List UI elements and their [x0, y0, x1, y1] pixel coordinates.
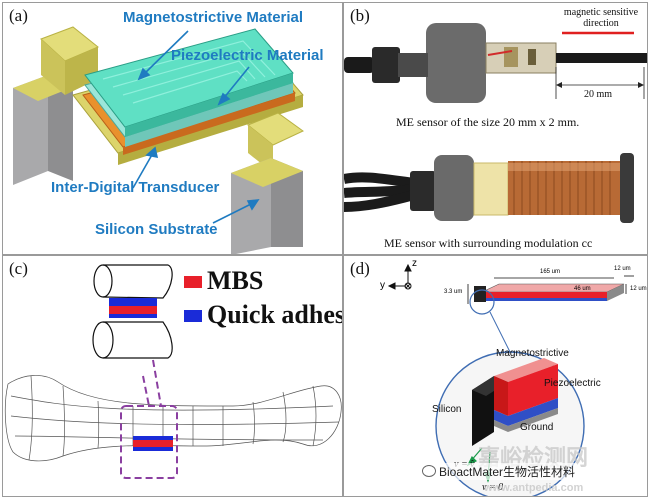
- legend-mbs-label: MBS: [207, 266, 264, 295]
- left-anchor-front: [41, 39, 65, 95]
- beam-top-face: [481, 283, 625, 293]
- idt-label: Inter-Digital Transducer: [51, 179, 220, 196]
- axis-glyph: [387, 263, 412, 290]
- modulation-cylinder-bottom: [434, 155, 474, 221]
- magnetostrictive-front: [494, 376, 508, 416]
- implant-adhesive-bottom: [133, 447, 173, 451]
- watermark-url: www.antpedia.com: [484, 482, 584, 494]
- sensor-photographs: [344, 3, 647, 235]
- coil-endcap: [620, 153, 634, 223]
- magnetostrictive-top-face: [494, 358, 558, 382]
- femur-wireframe: [4, 375, 342, 462]
- piezoelectric-zoom-label: Piezoelectric: [544, 378, 601, 389]
- piezoelectric-label: Piezoelectric Material: [171, 47, 324, 64]
- silicon-substrate-label: Silicon Substrate: [95, 221, 218, 238]
- dimension-label: 20 mm: [584, 89, 613, 100]
- watermark-source-text: BioactMater生物活性材料: [439, 465, 576, 479]
- bone-segment-bottom: [92, 321, 173, 359]
- panel-c: (c) MBS Quick adhesive: [2, 255, 343, 497]
- left-pillar-side: [48, 75, 73, 181]
- sensor-strip: [556, 53, 647, 63]
- piezo-block: [494, 398, 558, 426]
- panel-c-label: (c): [9, 259, 28, 278]
- magnetostrictive-side: [508, 364, 558, 416]
- cable-bundle: [344, 172, 416, 212]
- legend-adhesive-label: Quick adhesive: [207, 300, 342, 329]
- legend-adhesive-swatch: [184, 310, 202, 322]
- panel-d-label: (d): [350, 259, 370, 278]
- ground-block: [494, 408, 558, 432]
- beam-anchor: [474, 286, 486, 302]
- dim-165-label: 165 um: [540, 269, 561, 275]
- bone-implant-diagram: [4, 264, 342, 479]
- mbs-gap-adhesive-top: [109, 298, 157, 306]
- beam-piezo: [482, 298, 607, 301]
- v-zero-label: v = 0: [482, 482, 504, 493]
- tape-wrap: [473, 162, 509, 216]
- beam-dimensions: [467, 275, 634, 304]
- ground-zoom-label: Ground: [520, 422, 554, 433]
- bone-segment-top: [93, 264, 173, 299]
- piezo-edge: [125, 83, 293, 147]
- zoom-connector: [489, 311, 511, 353]
- zoom-source-circle: [469, 289, 495, 315]
- left-anchor-side: [65, 47, 98, 95]
- caption-bottom: ME sensor with surrounding modulation cc: [384, 236, 593, 250]
- left-pillar-front: [13, 75, 48, 185]
- right-pillar-top: [231, 158, 303, 187]
- direction-label: magnetic sensitive direction: [563, 7, 639, 29]
- panel-d: (d) z y 165 um 12 um 46 um 3.3 um 12 um …: [343, 255, 648, 497]
- cable-top: [344, 57, 374, 73]
- panel-a: (a) Magnetostrictive Material Piezoelect…: [2, 2, 343, 255]
- silicon-zoom-label: Silicon: [432, 404, 462, 415]
- electrode-fingers: [102, 40, 276, 104]
- dim-12-top-label: 12 um: [614, 266, 631, 272]
- axis-z-label: z: [412, 258, 417, 269]
- panel-a-label: (a): [9, 6, 28, 25]
- legend-mbs-swatch: [184, 276, 202, 288]
- modulation-cylinder-top: [426, 23, 486, 103]
- mbs-gap-mbs: [109, 306, 157, 314]
- dim-33-label: 3.3 um: [444, 289, 463, 295]
- axis-y-label: y: [380, 280, 385, 291]
- sensor-3d-illustration: [13, 26, 304, 254]
- beam-magnetostrictive: [482, 292, 607, 298]
- dim-12-right-label: 12 um: [630, 286, 647, 292]
- magnetostrictive-zoom-label: Magnetostrictive: [496, 348, 569, 359]
- sensor-board: [485, 42, 557, 74]
- panel-b-label: (b): [350, 6, 370, 25]
- watermark-source: BioactMater生物活性材料: [420, 463, 578, 480]
- leader-arrows: [132, 30, 260, 224]
- magnetostrictive-edge: [125, 73, 293, 137]
- implant-mbs: [133, 440, 173, 447]
- wechat-icon: [422, 465, 436, 477]
- zoom-highlight-box: [120, 359, 178, 479]
- magnetostrictive-label: Magnetostrictive Material: [123, 9, 304, 26]
- caption-top: ME sensor of the size 20 mm x 2 mm.: [396, 115, 580, 129]
- implant-adhesive-top: [133, 436, 173, 440]
- me-cantilever-model: [387, 263, 634, 496]
- mbs-gap-adhesive-bottom: [109, 314, 157, 318]
- connector-bottom: [410, 171, 436, 211]
- idt-edge: [123, 93, 295, 155]
- panel-b: (b) magnetic sensitive direction 20 mm M…: [343, 2, 648, 255]
- dim-46-label: 46 um: [574, 286, 591, 292]
- connector-top: [372, 47, 400, 83]
- beam-side: [607, 284, 624, 301]
